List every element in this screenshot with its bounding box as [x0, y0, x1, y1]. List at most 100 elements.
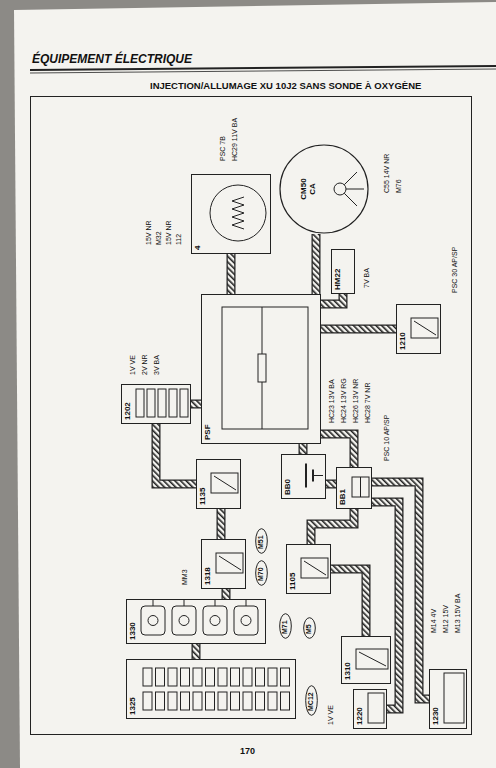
pin	[281, 692, 290, 710]
callout-oval	[256, 529, 268, 554]
injector-symbol	[234, 606, 258, 635]
distributor-circle: CM50CA	[279, 144, 369, 234]
coil-symbol	[210, 185, 266, 241]
pin	[193, 692, 202, 710]
pin	[147, 389, 155, 417]
component-number: 1318	[203, 543, 212, 585]
harness-hatch	[321, 294, 343, 304]
wire-harness	[221, 509, 222, 539]
symbol-stroke	[359, 652, 386, 666]
wire-label: 7V BA	[363, 267, 371, 289]
header-rule	[30, 69, 496, 73]
pin	[218, 692, 227, 710]
symbol-box	[216, 553, 243, 573]
wire-label: 112	[175, 233, 183, 246]
harness-hatch	[321, 326, 396, 333]
component-number: 1330	[128, 603, 137, 640]
wire-label: 1V VE	[129, 354, 137, 376]
harness-outline	[191, 400, 201, 409]
symbol-box	[301, 558, 328, 578]
connector-block: 1202	[121, 384, 191, 424]
harness-outline	[192, 644, 201, 659]
diagram-frame: 12021135131813301325PSFBB0BB14CM50CAHM22…	[30, 96, 472, 735]
pin	[218, 668, 227, 686]
wire-harness	[191, 404, 201, 405]
symbol-stroke	[214, 476, 236, 490]
pin	[243, 668, 252, 686]
harness-outline	[227, 254, 236, 294]
pin	[168, 692, 177, 710]
diagram-title: INJECTION/ALLUMAGE XU 10J2 SANS SONDE À …	[150, 80, 421, 91]
pin	[181, 668, 190, 686]
harness-hatch	[191, 401, 201, 408]
wire-label: MM3	[181, 568, 189, 586]
pin	[231, 692, 240, 710]
component-number: BB1	[338, 471, 347, 505]
wire-label: M32	[155, 230, 163, 246]
pin	[169, 389, 177, 417]
battery-lead	[313, 475, 323, 476]
component-number: 1135	[198, 463, 207, 505]
section-header: ÉQUIPEMENT ÉLECTRIQUE	[32, 52, 192, 66]
pin	[256, 692, 265, 710]
wire-label: PSC 10 AP/SP	[383, 414, 391, 462]
battery-box: BB0	[281, 454, 326, 499]
injector-group: 1330	[126, 599, 266, 644]
ignition-coil: 4	[191, 174, 271, 254]
wire-harness	[231, 254, 232, 294]
sensor-box: 1105	[286, 544, 331, 594]
harness-hatch	[223, 589, 230, 599]
wire-label: HC24 13V RG	[340, 377, 348, 424]
wire-label: C55 14V NR	[383, 153, 391, 194]
callout-oval	[280, 614, 292, 639]
symbol-box	[211, 473, 238, 493]
wire-label: 3V BA	[153, 354, 161, 376]
wire-label: HC26 13V NR	[352, 378, 360, 424]
sensor-box: 1135	[196, 459, 241, 509]
wire-label: M12 15V	[442, 604, 450, 634]
resistor-symbol	[258, 354, 266, 382]
harness-outline	[311, 509, 354, 544]
harness-outline	[299, 444, 308, 454]
wire-label: 1V VE	[327, 704, 335, 726]
wire-label: HC29 11V BA	[231, 117, 239, 162]
plug-body	[368, 693, 384, 723]
node-drawing	[127, 658, 297, 718]
harness-hatch	[228, 254, 235, 294]
pin	[231, 668, 240, 686]
harness-hatch	[218, 509, 225, 539]
plug-body	[444, 673, 464, 723]
distributor-outline	[280, 145, 368, 233]
callout-oval	[306, 686, 318, 716]
rotor-spoke	[344, 193, 357, 206]
wire-label: M76	[395, 178, 403, 194]
wire-harness	[331, 569, 366, 636]
harness-hatch	[326, 481, 336, 488]
wire-harness	[321, 294, 343, 304]
node-drawing	[279, 144, 369, 234]
pin	[180, 389, 188, 417]
harness-outline	[312, 234, 321, 294]
harness-hatch	[311, 509, 354, 544]
component-number: M70	[257, 565, 265, 581]
plug-box: 1230	[429, 669, 467, 729]
wire-label: M14 4V	[430, 608, 438, 634]
component-number: M5	[305, 622, 313, 634]
node-drawing	[122, 383, 192, 423]
pin	[206, 692, 215, 710]
wire-label: HC28 7V NR	[364, 382, 372, 424]
wire-harness	[226, 589, 227, 599]
harness-hatch	[193, 644, 200, 659]
rotor-hub	[334, 183, 346, 195]
symbol-stroke	[414, 321, 436, 335]
symbol-stroke	[304, 561, 326, 575]
ground-callout: M71	[279, 613, 292, 639]
harness-outline	[222, 589, 231, 599]
node-drawing	[202, 293, 322, 443]
injector-coil	[241, 616, 251, 626]
pin	[168, 668, 177, 686]
wire-harness	[156, 424, 196, 484]
internal-wire	[262, 307, 263, 354]
wire-harness	[321, 329, 396, 330]
internal-wire	[262, 382, 263, 429]
